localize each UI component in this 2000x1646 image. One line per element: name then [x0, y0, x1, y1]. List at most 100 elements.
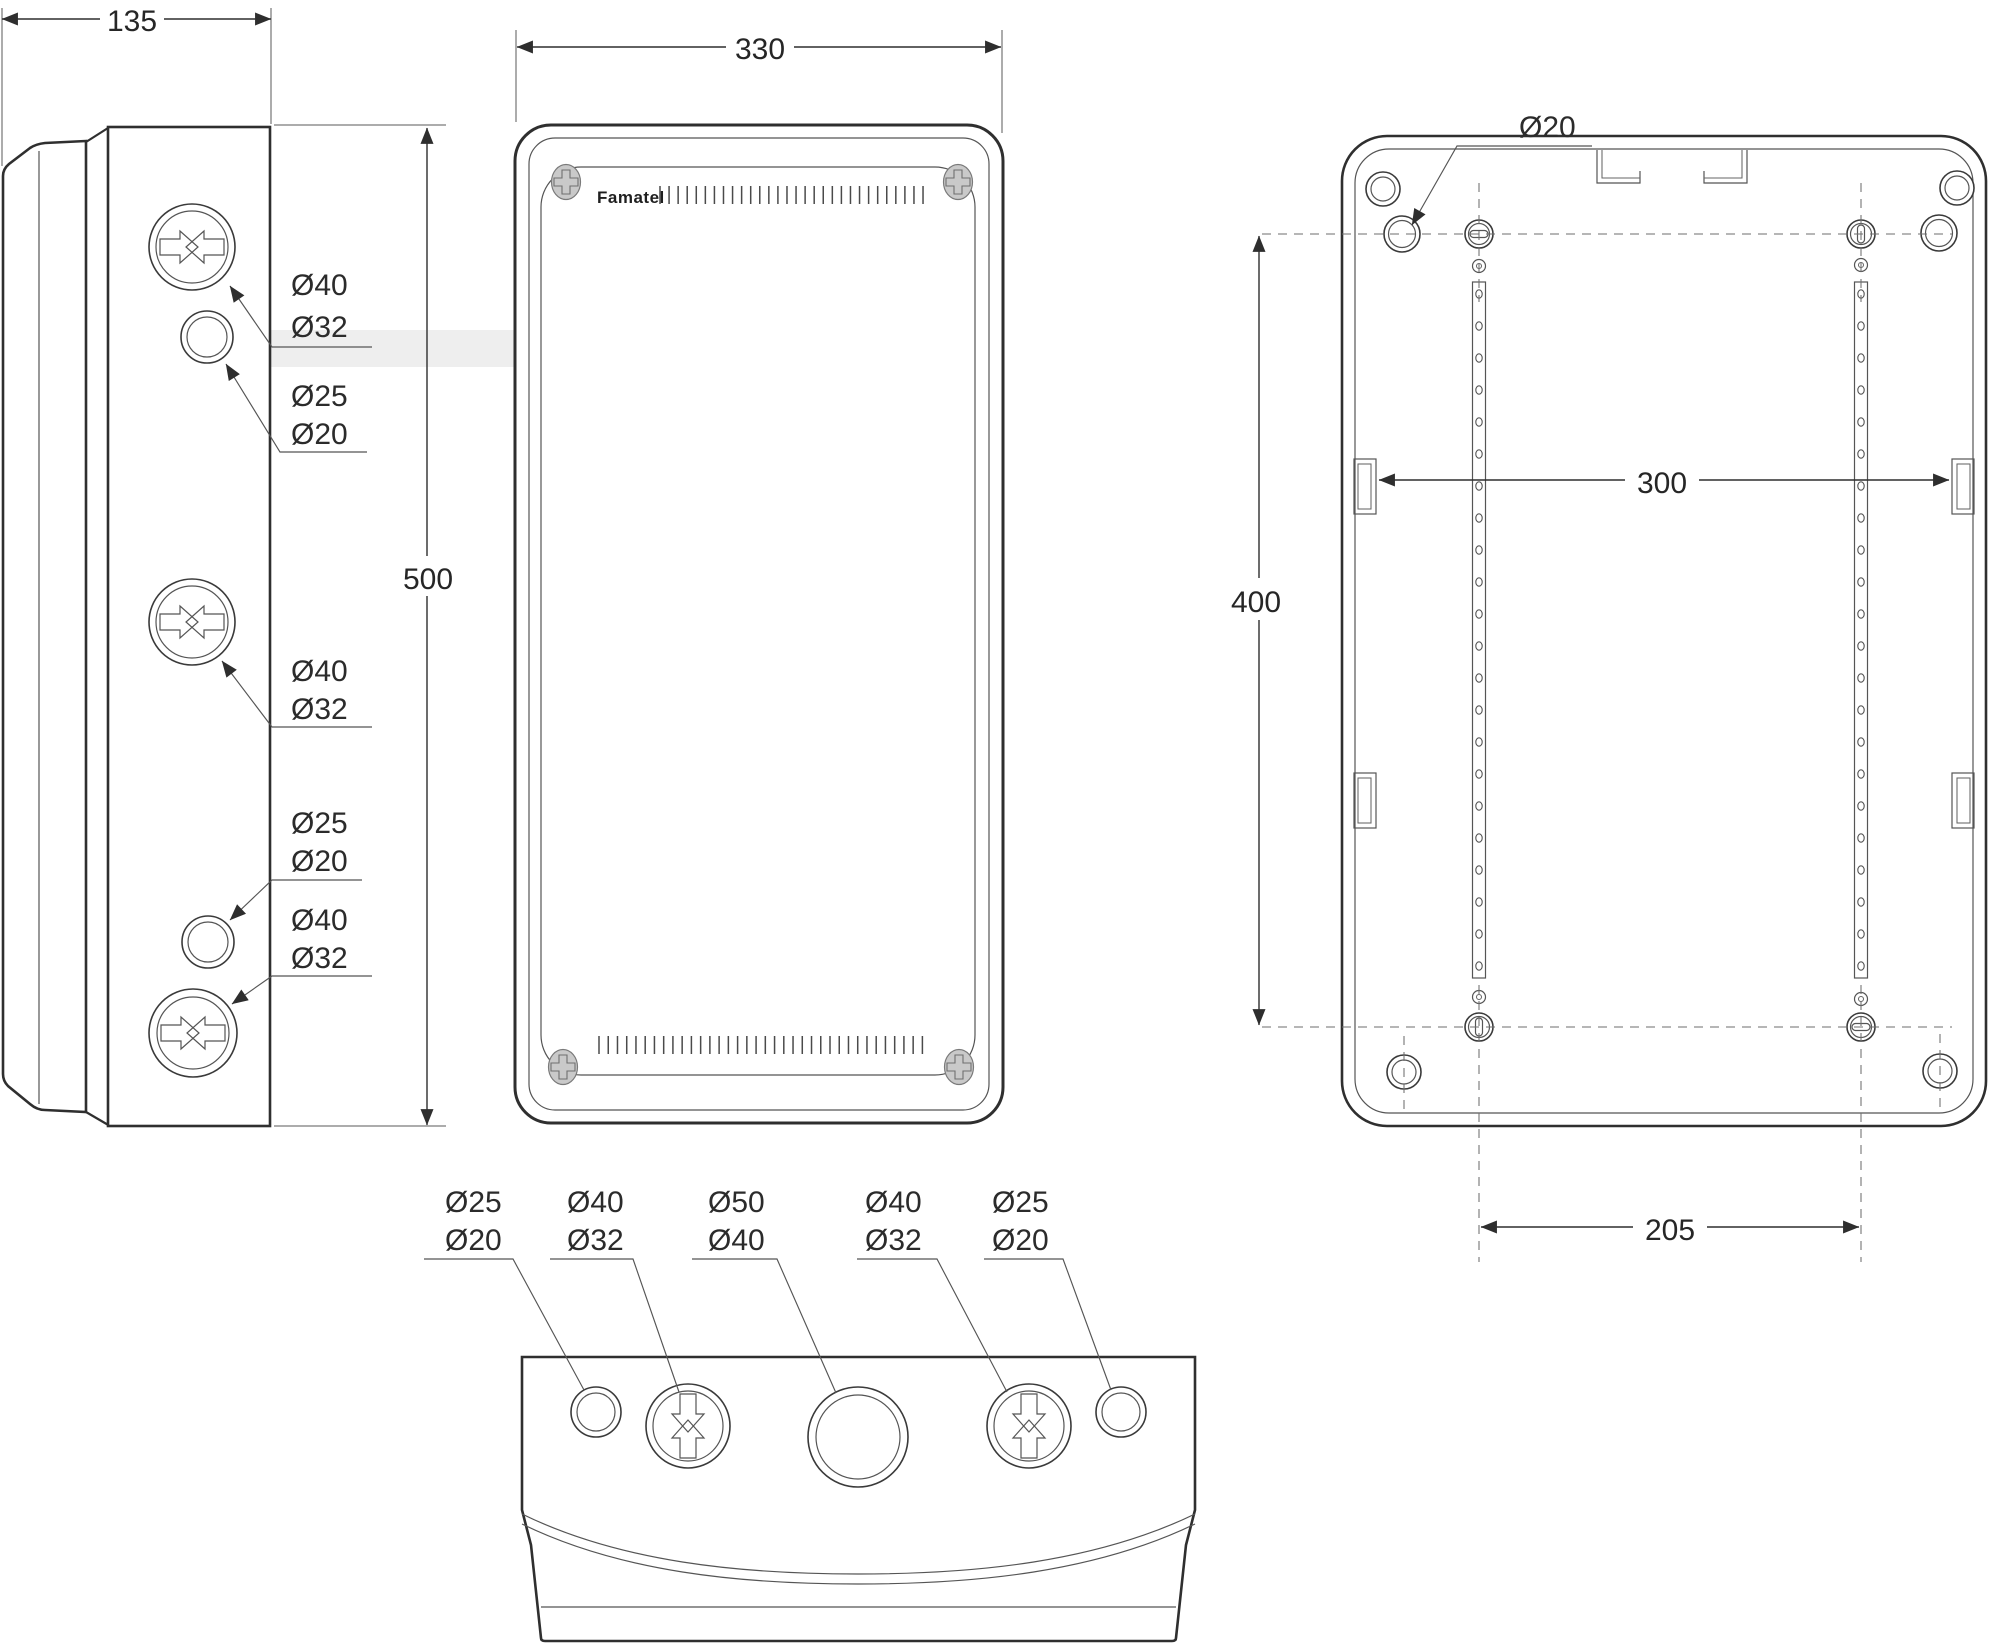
- label-text: Ø32: [291, 311, 348, 344]
- dimension-205: 205: [1480, 1209, 1860, 1247]
- dim-300-value: 300: [1637, 467, 1687, 500]
- dimension-500: 500: [274, 124, 460, 1127]
- side-tab: [1951, 772, 1975, 829]
- side-tab: [1353, 772, 1377, 829]
- front-view: Famatel: [513, 123, 1005, 1125]
- dimension-300: 300: [1378, 462, 1950, 500]
- label-d20: Ø20: [1411, 111, 1592, 226]
- bottom-hole-5: [1095, 1386, 1147, 1438]
- dim-330-value: 330: [735, 33, 785, 66]
- side-lid-outline: [1, 139, 88, 1114]
- side-knockout-3: [148, 578, 236, 666]
- side-knockout-5: [148, 988, 238, 1078]
- knockout-d20-right: [1920, 214, 1958, 252]
- label-text: Ø40: [708, 1224, 765, 1257]
- leader-line: [692, 1258, 837, 1394]
- leader-line: [984, 1258, 1112, 1391]
- back-inner-wall: [1354, 148, 1974, 1114]
- label-text: Ø40: [291, 904, 348, 937]
- knockout-arrows-icon: [159, 604, 225, 640]
- label-text: Ø25: [291, 807, 348, 840]
- bottom-knockout-4: [986, 1383, 1072, 1469]
- dimension-330: 330: [515, 28, 1003, 133]
- dim-205-value: 205: [1645, 1214, 1695, 1247]
- side-knockout-1: [148, 203, 236, 291]
- label-text: Ø25: [291, 380, 348, 413]
- knockout-arrows-icon: [159, 229, 225, 265]
- label-text: Ø32: [291, 693, 348, 726]
- screw-bottom-left: [547, 1048, 579, 1086]
- brand-logo-text: Famatel: [597, 188, 665, 207]
- label-text: Ø40: [567, 1186, 624, 1219]
- leader-line: [424, 1258, 585, 1391]
- side-view: Ø40 Ø32 Ø25 Ø20 Ø40 Ø32 Ø25 Ø20 Ø40 Ø32: [1, 125, 372, 1128]
- dimension-135: 135: [1, 2, 272, 166]
- side-hole-4: [181, 915, 235, 969]
- label-text: Ø40: [291, 269, 348, 302]
- leader-line: [229, 879, 362, 921]
- logo-bar-pattern-top: [659, 186, 924, 204]
- dim-500-value: 500: [403, 563, 453, 596]
- bottom-label-3: Ø50 Ø40: [692, 1186, 837, 1394]
- side-label-4: Ø25 Ø20: [229, 807, 362, 921]
- side-label-3: Ø40 Ø32: [221, 655, 372, 728]
- label-text: Ø32: [567, 1224, 624, 1257]
- vent-bar-pattern-bottom: [598, 1036, 924, 1054]
- bottom-label-2: Ø40 Ø32: [550, 1186, 680, 1393]
- label-text: Ø20: [1519, 111, 1576, 144]
- knockout-arrows-icon: [1011, 1393, 1047, 1459]
- leader-line: [550, 1258, 680, 1393]
- dim-400-value: 400: [1231, 586, 1281, 619]
- lid-seam-curve-2: [521, 1523, 1196, 1585]
- front-inner-rim: [528, 137, 990, 1111]
- label-text: Ø20: [291, 845, 348, 878]
- hanging-bracket: [1596, 150, 1748, 184]
- leader-line: [231, 975, 372, 1005]
- front-outer-case: [513, 123, 1005, 1125]
- side-label-2: Ø25 Ø20: [225, 363, 367, 453]
- leader-line: [857, 1258, 1008, 1393]
- din-rail-holes-right: [1857, 289, 1865, 971]
- label-text: Ø20: [445, 1224, 502, 1257]
- bottom-knockout-2: [645, 1383, 731, 1469]
- back-outer-case: [1340, 134, 1988, 1128]
- side-step-bottom: [85, 1111, 111, 1127]
- bottom-label-4: Ø40 Ø32: [857, 1186, 1008, 1393]
- bottom-view: Ø25 Ø20 Ø40 Ø32 Ø50 Ø40 Ø40 Ø32 Ø25 Ø20: [424, 1186, 1197, 1643]
- label-text: Ø40: [291, 655, 348, 688]
- bottom-label-5: Ø25 Ø20: [984, 1186, 1112, 1391]
- phillips-cross-icon: [550, 1054, 576, 1080]
- label-text: Ø32: [865, 1224, 922, 1257]
- phillips-cross-icon: [946, 1054, 972, 1080]
- screw-top-left: [550, 163, 582, 201]
- label-text: Ø25: [445, 1186, 502, 1219]
- leader-line: [221, 660, 372, 728]
- phillips-cross-icon: [945, 169, 971, 195]
- label-text: Ø32: [291, 942, 348, 975]
- side-step-top: [85, 127, 109, 143]
- label-text: Ø20: [291, 418, 348, 451]
- leader-line: [229, 285, 372, 348]
- din-rail-holes-left: [1475, 289, 1483, 971]
- bottom-hole-3: [807, 1386, 909, 1488]
- label-text: Ø20: [992, 1224, 1049, 1257]
- side-tab: [1951, 458, 1975, 515]
- screw-top-right: [942, 163, 974, 201]
- side-label-1: Ø40 Ø32: [229, 269, 372, 348]
- front-door-panel: [540, 166, 976, 1076]
- screw-bottom-right: [943, 1048, 975, 1086]
- label-text: Ø25: [992, 1186, 1049, 1219]
- label-text: Ø50: [708, 1186, 765, 1219]
- side-hole-2: [180, 310, 234, 364]
- corner-boss-top-left: [1365, 171, 1401, 207]
- bottom-label-1: Ø25 Ø20: [424, 1186, 585, 1391]
- label-text: Ø40: [865, 1186, 922, 1219]
- dimension-400: 400: [1222, 235, 1292, 1026]
- lid-seam-curve-1: [521, 1513, 1196, 1575]
- dim-135-value: 135: [107, 5, 157, 38]
- bottom-hole-1: [570, 1386, 622, 1438]
- leader-line: [1411, 145, 1592, 226]
- knockout-d20-left: [1383, 215, 1421, 253]
